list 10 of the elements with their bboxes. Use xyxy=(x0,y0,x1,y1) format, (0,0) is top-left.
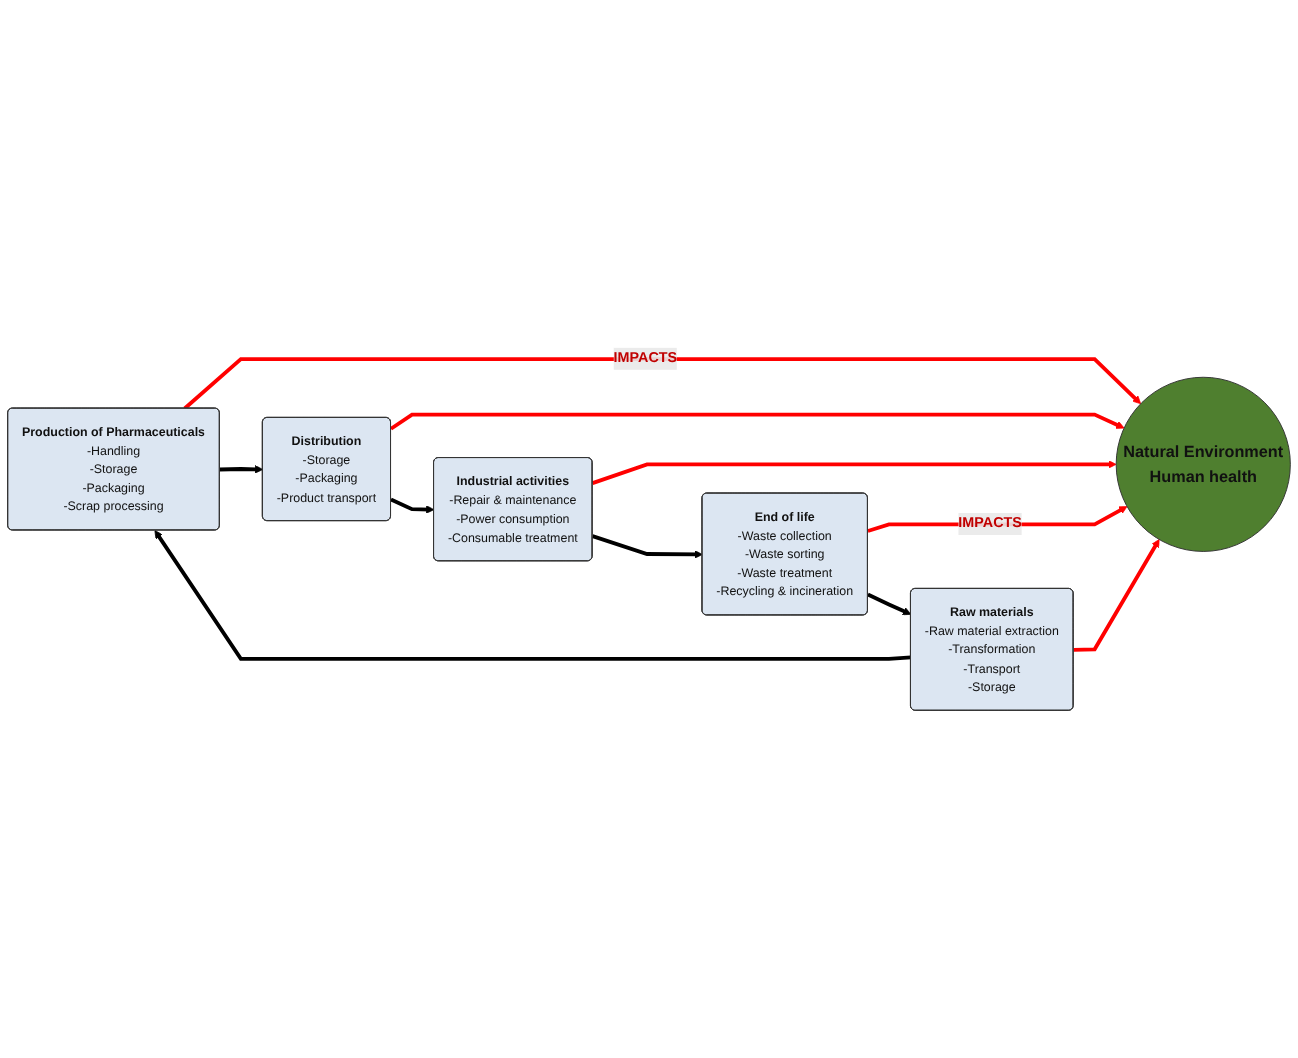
arrow xyxy=(867,592,912,616)
arrow xyxy=(390,497,435,514)
arrow xyxy=(591,534,703,559)
arrow xyxy=(591,460,1117,485)
arrow xyxy=(154,530,912,661)
node-circle: Natural Environment Human health xyxy=(1115,376,1291,552)
arrow xyxy=(1073,539,1160,652)
arrow xyxy=(183,357,1142,410)
arrow xyxy=(219,465,264,474)
arrow xyxy=(389,412,1125,431)
